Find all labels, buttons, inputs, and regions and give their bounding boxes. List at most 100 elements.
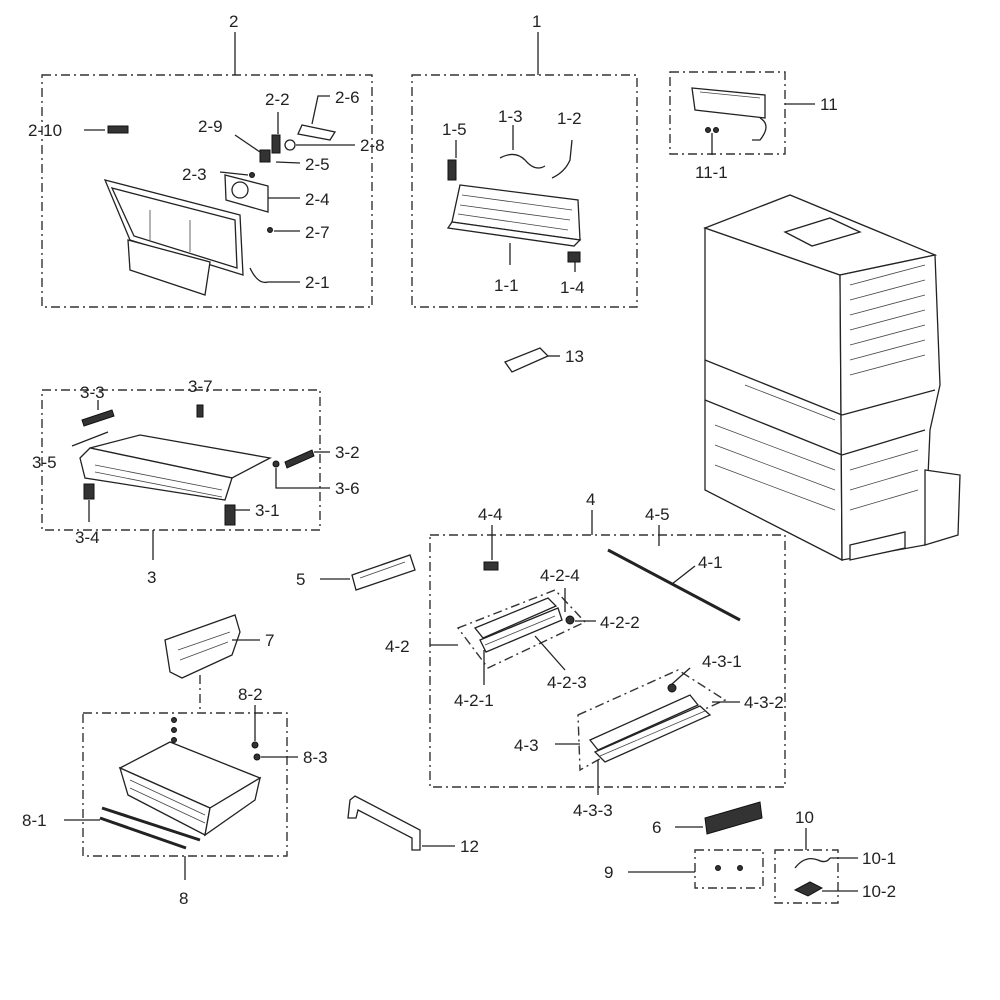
label-11: 11 bbox=[820, 95, 838, 114]
part-1-3-wire bbox=[499, 153, 546, 169]
group-4: 4 4-4 4-5 4-1 4-2 4-2-2 4-2-4 4-2-3 4-2-… bbox=[385, 490, 786, 820]
label-4-5: 4-5 bbox=[645, 505, 670, 524]
part-2-6-switch bbox=[297, 124, 337, 141]
label-4-2-1: 4-2-1 bbox=[454, 691, 494, 710]
part-3-7-pin bbox=[196, 404, 204, 418]
part-4-3-rail bbox=[588, 694, 700, 751]
label-2-8: 2-8 bbox=[360, 136, 385, 155]
part-4-1-rod bbox=[607, 548, 741, 622]
part-9-group: 9 bbox=[604, 849, 764, 889]
label-4-3-3: 4-3-3 bbox=[573, 801, 613, 820]
label-3-6: 3-6 bbox=[335, 479, 360, 498]
label-8-2: 8-2 bbox=[238, 685, 263, 704]
part-2-2-lever bbox=[271, 134, 281, 154]
group-8: 8 8-1 8-2 8-3 bbox=[22, 685, 328, 908]
part-4-2-rail bbox=[473, 597, 558, 639]
label-11-1: 11-1 bbox=[695, 163, 728, 182]
label-4-2-4: 4-2-4 bbox=[540, 566, 580, 585]
part-10-1-hose bbox=[794, 857, 831, 869]
label-4-2-2: 4-2-2 bbox=[600, 613, 640, 632]
label-5: 5 bbox=[296, 570, 305, 589]
refrigerator-cabinet bbox=[703, 194, 961, 562]
box-4-2 bbox=[456, 589, 587, 669]
label-8-3: 8-3 bbox=[303, 748, 328, 767]
part-11-ice-maker bbox=[691, 87, 766, 119]
part-4-4-pad bbox=[483, 561, 499, 571]
label-2-9: 2-9 bbox=[198, 117, 223, 136]
part-4-2-2-screw bbox=[565, 615, 575, 625]
part-10-2-clamp bbox=[793, 881, 824, 897]
label-2-2: 2-2 bbox=[265, 90, 290, 109]
label-8: 8 bbox=[179, 889, 188, 908]
part-3-3-rail bbox=[81, 409, 115, 427]
part-8-3-screw bbox=[253, 753, 261, 761]
part-3-6-screw bbox=[272, 460, 280, 468]
part-4-3-1-screw bbox=[667, 683, 677, 693]
label-4-2: 4-2 bbox=[385, 637, 410, 656]
label-2: 2 bbox=[229, 12, 238, 31]
label-2-6: 2-6 bbox=[335, 88, 360, 107]
label-1-3: 1-3 bbox=[498, 107, 523, 126]
part-6-cover bbox=[704, 801, 763, 835]
part-6-group: 6 bbox=[652, 801, 763, 837]
label-10-1: 10-1 bbox=[862, 849, 896, 868]
label-3-2: 3-2 bbox=[335, 443, 360, 462]
group-2: 2 2-10 2-1 2-4 2-3 2-7 2-9 2-5 bbox=[28, 12, 385, 308]
label-4-3-2: 4-3-2 bbox=[744, 693, 784, 712]
part-13-cover bbox=[503, 347, 550, 373]
label-4-2-3: 4-2-3 bbox=[547, 673, 587, 692]
label-4-3: 4-3 bbox=[514, 736, 539, 755]
label-4-3-1: 4-3-1 bbox=[702, 652, 742, 671]
part-1-4-clip bbox=[567, 251, 581, 263]
part-13-group: 13 bbox=[503, 347, 584, 373]
part-12-group: 12 bbox=[347, 795, 479, 856]
label-3-4: 3-4 bbox=[75, 528, 100, 547]
part-7-group: 7 bbox=[164, 614, 274, 713]
part-3-2-rail bbox=[284, 449, 315, 469]
label-2-4: 2-4 bbox=[305, 190, 330, 209]
label-2-3: 2-3 bbox=[182, 165, 207, 184]
label-1-1: 1-1 bbox=[494, 276, 519, 295]
label-12: 12 bbox=[460, 837, 479, 856]
label-4: 4 bbox=[586, 490, 595, 509]
label-1-4: 1-4 bbox=[560, 278, 585, 297]
group-11: 11 11-1 bbox=[669, 71, 838, 182]
label-13: 13 bbox=[565, 347, 584, 366]
label-1-5: 1-5 bbox=[442, 120, 467, 139]
group-1: 1 1-1 1-5 1-3 1-2 1-4 bbox=[411, 12, 638, 308]
group-3: 3 3-3 3-7 3-5 3-2 3-6 3-1 3-4 bbox=[32, 377, 360, 587]
part-8-1-rail bbox=[101, 806, 201, 842]
label-7: 7 bbox=[265, 631, 274, 650]
label-2-7: 2-7 bbox=[305, 223, 330, 242]
label-3-1: 3-1 bbox=[255, 501, 280, 520]
part-8-2-screw bbox=[251, 741, 259, 749]
part-3-4-roller bbox=[83, 483, 95, 500]
label-3: 3 bbox=[147, 568, 156, 587]
part-2-5-actuator bbox=[259, 149, 271, 163]
part-7-divider bbox=[164, 614, 241, 679]
label-3-7: 3-7 bbox=[188, 377, 213, 396]
part-12-handle bbox=[347, 795, 421, 851]
part-3-1-roller bbox=[224, 504, 236, 526]
label-1-2: 1-2 bbox=[557, 109, 582, 128]
label-2-10: 2-10 bbox=[28, 121, 62, 140]
label-2-5: 2-5 bbox=[305, 155, 330, 174]
part-9-screw bbox=[715, 865, 721, 871]
part-2-7-screw bbox=[267, 227, 273, 233]
label-8-1: 8-1 bbox=[22, 811, 47, 830]
part-5-group: 5 bbox=[296, 554, 416, 591]
part-2-10-spring bbox=[107, 125, 129, 134]
part-1-2-hose bbox=[551, 139, 573, 179]
label-10-2: 10-2 bbox=[862, 882, 896, 901]
label-10: 10 bbox=[795, 808, 814, 827]
label-6: 6 bbox=[652, 818, 661, 837]
part-1-5-sensor bbox=[447, 159, 457, 181]
label-4-1: 4-1 bbox=[698, 553, 723, 572]
label-3-3: 3-3 bbox=[80, 383, 105, 402]
label-9: 9 bbox=[604, 863, 613, 882]
group-10: 10 10-1 10-2 bbox=[774, 808, 896, 904]
label-3-5: 3-5 bbox=[32, 453, 57, 472]
label-4-4: 4-4 bbox=[478, 505, 503, 524]
label-2-1: 2-1 bbox=[305, 273, 330, 292]
